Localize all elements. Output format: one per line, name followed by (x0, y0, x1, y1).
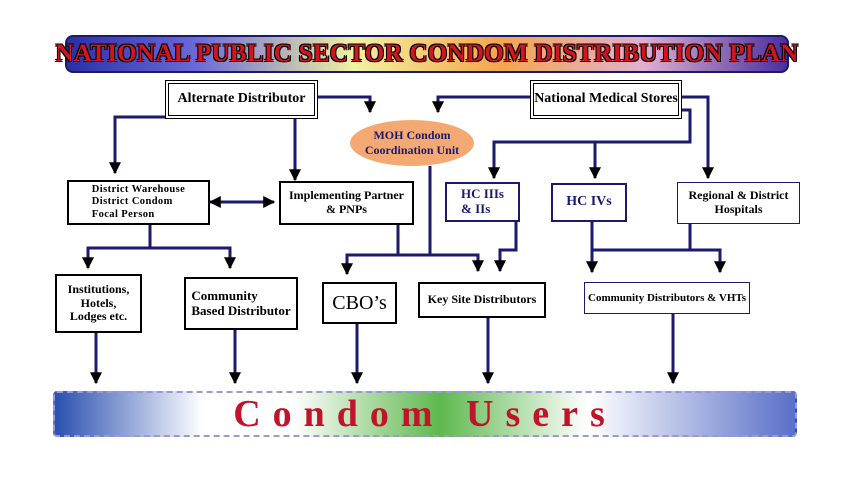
node-label: National Medical Stores (534, 91, 678, 107)
node-label: HC IVs (566, 194, 612, 210)
node-label: Institutions, (67, 281, 130, 296)
node-moh-coordination-unit: MOH Condom Coordination Unit (350, 120, 474, 166)
node-label: & PNPs (325, 202, 367, 216)
node-label: MOH Condom (373, 128, 451, 142)
node-label: HC IIIs (461, 186, 504, 202)
node-implementing-partner: Implementing Partner & PNPs (279, 181, 414, 225)
node-label: Community (191, 287, 258, 303)
node-label: Based Distributor (191, 302, 291, 318)
node-national-medical-stores: National Medical Stores (530, 80, 682, 119)
condom-users-banner: Condom Users (53, 391, 797, 437)
node-label: District Warehouse (91, 184, 186, 196)
node-label: CBO’s (332, 291, 387, 314)
node-label: Coordination Unit (364, 143, 460, 157)
node-hc-ivs: HC IVs (551, 183, 627, 222)
node-label: Alternate Distributor (177, 91, 306, 107)
node-alternate-distributor: Alternate Distributor (165, 80, 318, 119)
node-regional-hospitals: Regional & District Hospitals (677, 182, 800, 224)
node-label: Community Distributors & VHTs (588, 291, 746, 304)
node-community-based-distributor: Community Based Distributor (184, 277, 298, 330)
node-label: Hotels, (80, 295, 117, 310)
title-banner: NATIONAL PUBLIC SECTOR CONDOM DISTRIBUTI… (55, 35, 798, 73)
node-label: Lodges etc. (69, 309, 128, 324)
node-community-distributors-vhts: Community Distributors & VHTs (584, 282, 750, 314)
node-label: Hospitals (714, 202, 763, 216)
node-label: Implementing Partner (289, 188, 404, 203)
node-cbos: CBO’s (322, 282, 397, 324)
node-key-site-distributors: Key Site Distributors (418, 282, 546, 318)
node-label: Focal Person (91, 208, 155, 220)
page-title: NATIONAL PUBLIC SECTOR CONDOM DISTRIBUTI… (55, 40, 799, 67)
node-label: & IIs (461, 201, 491, 216)
node-label: Key Site Distributors (427, 292, 537, 307)
node-institutions-hotels: Institutions, Hotels, Lodges etc. (55, 274, 142, 333)
node-district-warehouse: District Warehouse District Condom Focal… (67, 180, 210, 225)
node-label: Regional & District (688, 188, 789, 203)
node-label: District Condom (91, 196, 173, 208)
condom-users-label: Condom Users (233, 393, 617, 435)
node-hc-iiis: HC IIIs & IIs (445, 182, 520, 222)
